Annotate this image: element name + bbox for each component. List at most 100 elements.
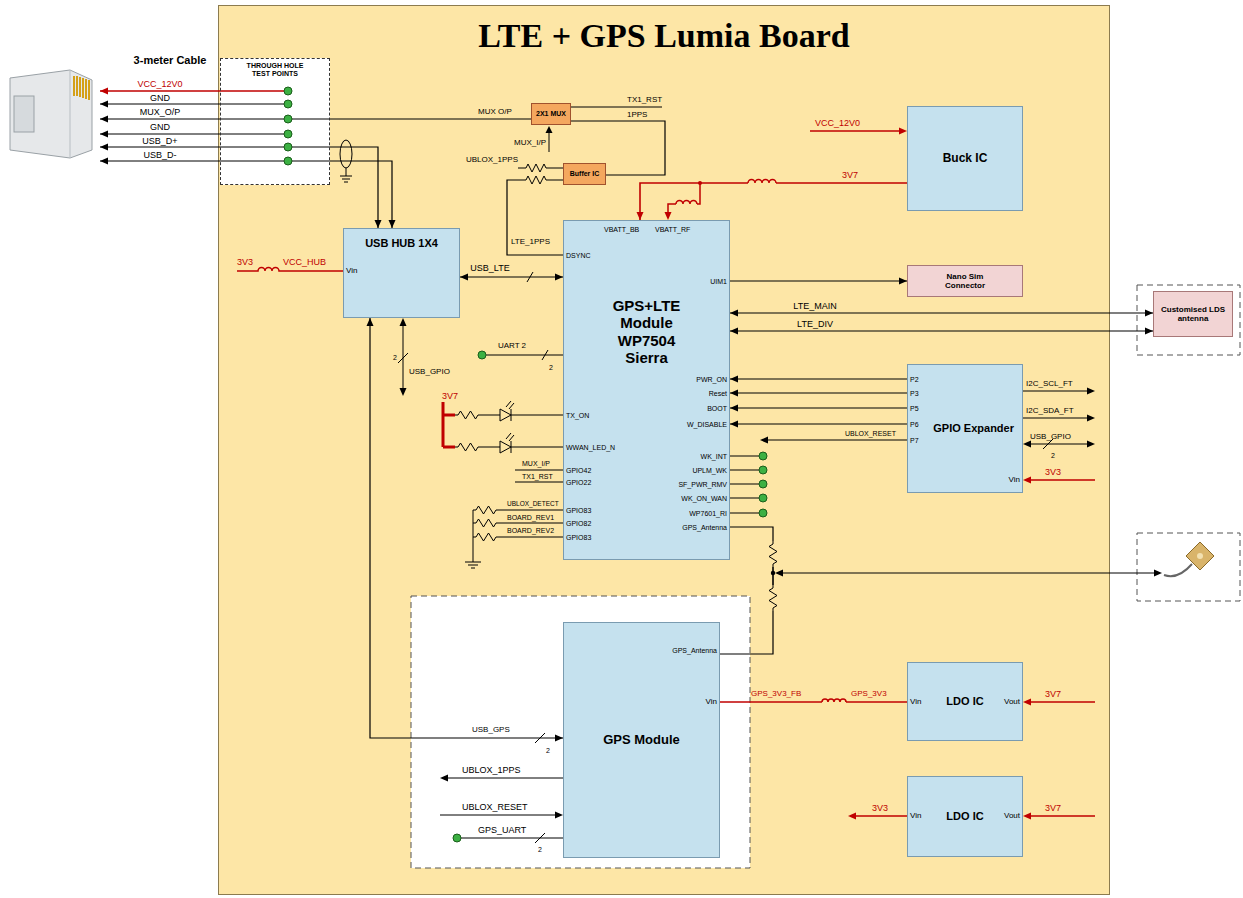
- edge-label: MUX O/P: [478, 108, 512, 116]
- test-point: [759, 509, 767, 517]
- connector: [720, 527, 773, 654]
- power-wire: [665, 212, 672, 220]
- led-circuit: [443, 401, 563, 453]
- signal-label: WP7601_RI: [689, 510, 727, 517]
- arrow-head: [730, 405, 738, 412]
- signal-label: Vin: [346, 267, 357, 275]
- box-label: GPIO Expander: [933, 422, 1014, 435]
- test-point: [759, 452, 767, 460]
- signal-wire: [403, 325, 1155, 838]
- buffer-box: Buffer IC: [563, 163, 606, 185]
- arrow-head: [730, 421, 738, 428]
- power-wire: [748, 174, 776, 184]
- signal-label: 3V7: [1045, 804, 1061, 813]
- arrow-head: [440, 775, 448, 782]
- connector-line: [720, 701, 907, 703]
- edge-label: USB_LTE: [470, 264, 509, 273]
- signal-label: 3V3: [237, 258, 253, 267]
- test-point-group: THROUGH HOLE TEST POINTS: [220, 58, 330, 185]
- signal-label: USB_D-: [143, 151, 176, 160]
- connector: [720, 702, 907, 703]
- connector-line: [730, 312, 1153, 313]
- signal-label: GPIO22: [566, 479, 591, 486]
- bus-marker: [527, 272, 533, 282]
- power-wire: [822, 699, 846, 702]
- connector: [460, 274, 563, 281]
- edge-label: LTE_MAIN: [793, 302, 836, 311]
- led-circuit: [500, 409, 511, 421]
- signal-label: 3V3: [872, 804, 888, 813]
- signal-label: UIM1: [710, 278, 727, 285]
- connector: [330, 161, 396, 228]
- module-box: GPS Module: [563, 622, 720, 858]
- expander-box: GPIO Expander: [907, 364, 1023, 493]
- signal-label: VCC_12V0: [815, 119, 860, 128]
- power-wire: [676, 201, 697, 204]
- cable-label: 3-meter Cable: [134, 55, 207, 66]
- arrow-head: [730, 328, 738, 335]
- connector-box: Nano Sim Connector: [907, 265, 1023, 297]
- board-title: LTE + GPS Lumia Board: [478, 16, 849, 55]
- signal-label: Vin: [910, 812, 921, 820]
- signal-label: P3: [910, 390, 919, 397]
- edge-label: 3V7: [842, 171, 858, 180]
- rj-connector: [70, 70, 71, 158]
- signal-label: GPIO83: [566, 507, 591, 514]
- box-label: USB HUB 1X4: [365, 237, 438, 250]
- signal-wire: [730, 456, 759, 513]
- signal-label: WK_ON_WAN: [681, 495, 727, 502]
- connector: [730, 390, 907, 397]
- arrow-head: [730, 376, 738, 383]
- power-wire: [1023, 477, 1031, 484]
- cable-shield: [340, 168, 352, 182]
- cable-shield: [340, 140, 352, 168]
- box-label: Buffer IC: [570, 170, 600, 178]
- signal-label: GPIO42: [566, 467, 591, 474]
- arrow-head: [775, 570, 783, 577]
- test-point: [759, 466, 767, 474]
- region-panel: [411, 596, 750, 868]
- led-circuit: [500, 441, 511, 453]
- signal-label: MUX_I/P: [514, 139, 546, 147]
- arrow-head: [389, 220, 396, 228]
- signal-label: 3V7: [442, 392, 458, 401]
- signal-label: BOOT: [707, 405, 727, 412]
- connector: [730, 278, 907, 285]
- box-label: GPS+LTE Module WP7504 Sierra: [597, 297, 697, 366]
- signal-label: GPS_Antenna: [682, 524, 727, 531]
- signal-label: UBLOX_1PPS: [466, 156, 518, 164]
- edge-label: USB_GPS: [472, 726, 510, 734]
- arrow-head: [400, 388, 407, 396]
- connector: [730, 405, 907, 412]
- connector: [330, 147, 382, 228]
- signal-label: DSYNC: [566, 252, 591, 259]
- test-point: [284, 87, 292, 95]
- signal-label: BOARD_REV2: [507, 527, 554, 534]
- arrow-head: [555, 735, 563, 742]
- connector-line: [730, 280, 907, 281]
- resistor-symbol: [773, 567, 774, 585]
- signal-label: P2: [910, 376, 919, 383]
- signal-label: GND: [150, 123, 170, 132]
- arrow-head: [546, 126, 553, 133]
- signal-wire: [440, 778, 563, 838]
- connector-line: [330, 161, 392, 228]
- box-label: Buck IC: [943, 152, 988, 166]
- box-label: Customised LDS antenna: [1158, 305, 1228, 323]
- signal-label: 2: [546, 747, 550, 754]
- connector-line: [730, 407, 907, 408]
- signal-wire: [567, 107, 662, 108]
- test-point: [284, 143, 292, 151]
- signal-label: VBATT_RF: [655, 226, 690, 233]
- box-label: THROUGH HOLE TEST POINTS: [240, 62, 310, 78]
- connector: [730, 376, 907, 383]
- signal-label: 2: [549, 364, 553, 371]
- connector: [330, 119, 531, 120]
- signal-label: WK_INT: [701, 453, 727, 460]
- arrow-head: [400, 318, 1163, 819]
- mux-box: 2X1 MUX: [531, 103, 571, 125]
- led-circuit: [455, 411, 500, 451]
- arrow-head: [1087, 388, 1095, 395]
- signal-label: UBLOX_1PPS: [462, 766, 521, 775]
- signal-label: UBLOX_RESET: [462, 803, 528, 812]
